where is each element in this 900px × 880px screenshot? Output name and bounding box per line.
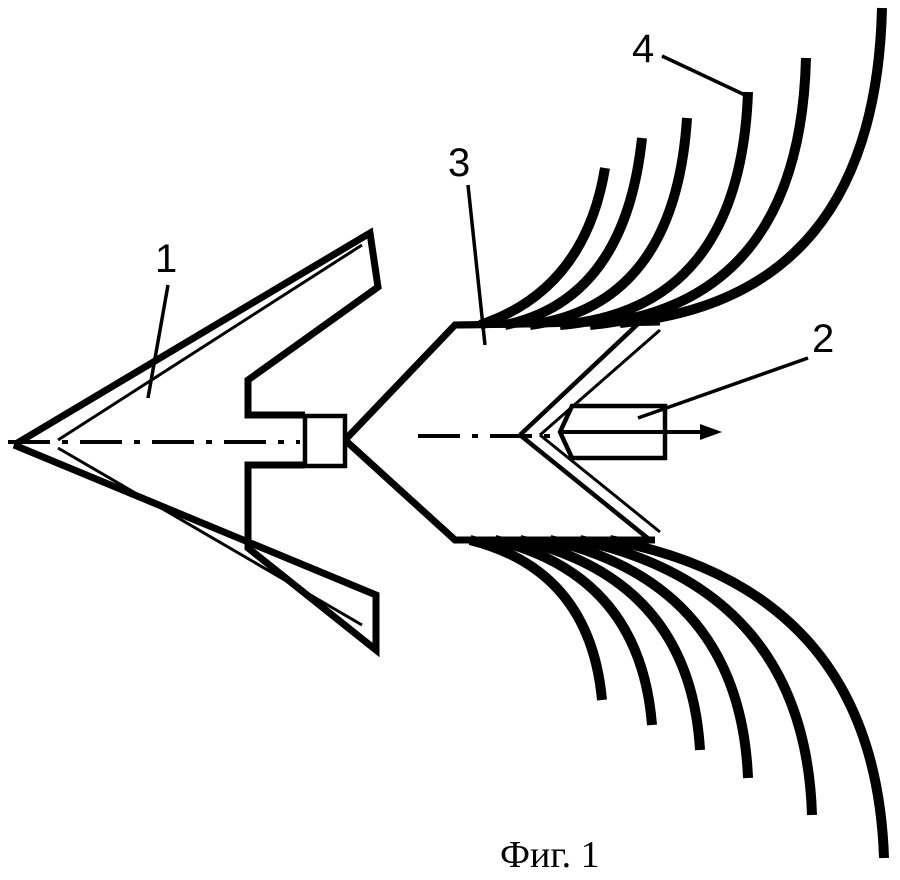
leader-lines bbox=[146, 54, 809, 420]
part-4-fibers-lower bbox=[468, 535, 889, 859]
label-part-1: 1 bbox=[155, 237, 177, 281]
label-part-3: 3 bbox=[448, 141, 470, 185]
part-2-sleeve bbox=[557, 403, 668, 461]
label-part-4: 4 bbox=[632, 27, 654, 71]
figure-caption: Фиг. 1 bbox=[500, 834, 600, 876]
part-4-fibers-upper bbox=[478, 7, 887, 330]
label-part-2: 2 bbox=[812, 317, 834, 361]
center-axis bbox=[8, 424, 722, 444]
part-1-arrowhead bbox=[12, 227, 382, 658]
